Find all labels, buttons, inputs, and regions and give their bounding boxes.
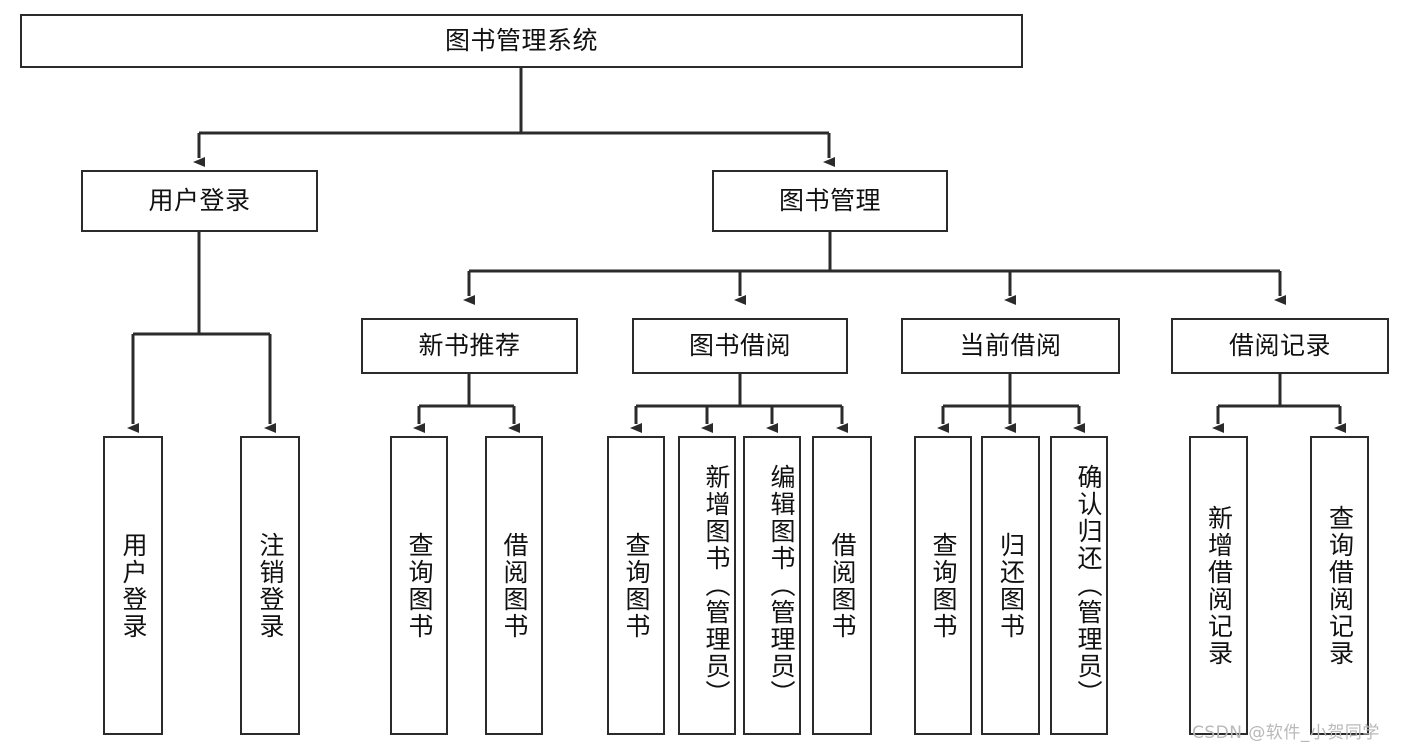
leaf-user-login[interactable]: 用户登录 — [103, 436, 163, 735]
leaf-borrow-book-label: 借阅图书 — [828, 531, 857, 640]
csdn-watermark: CSDN @软件_小贺同学 — [1192, 723, 1380, 743]
leaf-add-book-admin[interactable]: 新增图书（管理员） — [678, 436, 736, 735]
leaf-edit-book-admin-label: 编辑图书（管理员） — [767, 464, 796, 707]
leaf-add-borrow-record-label: 新增借阅记录 — [1204, 504, 1234, 667]
node-book-management-label: 图书管理 — [778, 186, 881, 215]
leaf-query-book-borrow[interactable]: 查询图书 — [607, 436, 665, 735]
node-book-management[interactable]: 图书管理 — [712, 170, 948, 232]
leaf-user-login-label: 用户登录 — [119, 531, 148, 640]
leaf-edit-book-admin[interactable]: 编辑图书（管理员） — [743, 436, 801, 735]
node-borrow-record-label: 借阅记录 — [1228, 331, 1331, 360]
leaf-return-book-label: 归还图书 — [996, 531, 1026, 640]
leaf-borrow-book-recommend[interactable]: 借阅图书 — [485, 436, 543, 735]
leaf-borrow-book-recommend-label: 借阅图书 — [500, 531, 529, 640]
leaf-query-book-borrow-label: 查询图书 — [622, 531, 651, 640]
leaf-query-borrow-record-label: 查询借阅记录 — [1325, 504, 1355, 667]
node-new-book-recommend-label: 新书推荐 — [418, 331, 521, 360]
leaf-query-book-current-label: 查询图书 — [929, 531, 958, 640]
node-current-borrow-label: 当前借阅 — [959, 331, 1062, 360]
leaf-query-borrow-record[interactable]: 查询借阅记录 — [1310, 436, 1369, 735]
leaf-borrow-book[interactable]: 借阅图书 — [812, 436, 872, 735]
leaf-confirm-return-admin-label: 确认归还（管理员） — [1074, 464, 1103, 707]
leaf-logout-login[interactable]: 注销登录 — [240, 436, 300, 735]
node-root[interactable]: 图书管理系统 — [20, 14, 1023, 68]
node-current-borrow[interactable]: 当前借阅 — [901, 318, 1120, 374]
node-book-borrow[interactable]: 图书借阅 — [632, 318, 848, 374]
node-book-borrow-label: 图书借阅 — [688, 331, 791, 360]
leaf-query-book-recommend[interactable]: 查询图书 — [390, 436, 448, 735]
leaf-add-book-admin-label: 新增图书（管理员） — [702, 464, 731, 707]
node-borrow-record[interactable]: 借阅记录 — [1171, 318, 1389, 374]
leaf-confirm-return-admin[interactable]: 确认归还（管理员） — [1050, 436, 1108, 735]
leaf-query-book-recommend-label: 查询图书 — [405, 531, 434, 640]
leaf-return-book[interactable]: 归还图书 — [981, 436, 1040, 735]
node-new-book-recommend[interactable]: 新书推荐 — [361, 318, 578, 374]
leaf-query-book-current[interactable]: 查询图书 — [914, 436, 972, 735]
leaf-logout-login-label: 注销登录 — [256, 531, 285, 640]
node-user-login-label: 用户登录 — [148, 186, 251, 215]
leaf-add-borrow-record[interactable]: 新增借阅记录 — [1189, 436, 1248, 735]
node-user-login[interactable]: 用户登录 — [81, 170, 318, 232]
node-root-label: 图书管理系统 — [444, 26, 598, 55]
